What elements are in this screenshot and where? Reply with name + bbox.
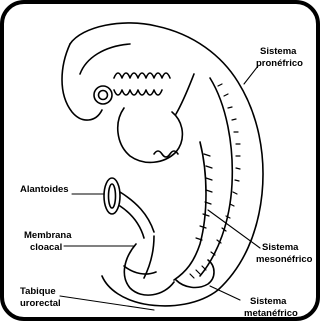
- pharyngeal-arches: [114, 73, 170, 78]
- allantois-inner: [109, 184, 116, 208]
- heart-region: [118, 108, 183, 162]
- label-pronefrico-1: Sistema: [260, 46, 297, 57]
- label-membrana-1: Membrana: [24, 230, 72, 241]
- somites: [211, 84, 240, 255]
- head-inner-contour: [80, 44, 130, 74]
- embryo-diagram: Sistema pronéfrico Alantoides Membrana c…: [4, 4, 320, 321]
- label-mesonefrico-2: mesonéfrico: [256, 254, 313, 265]
- label-alantoides: Alantoides: [20, 184, 69, 195]
- pharyngeal-arches-lower: [114, 90, 162, 95]
- cloacal-membrane: [124, 266, 156, 274]
- cloaca: [124, 244, 174, 295]
- allantois-duct-lower: [120, 206, 144, 238]
- mesonephric-duct: [174, 142, 206, 280]
- label-tabique-2: urorectal: [20, 298, 61, 309]
- optic-vesicle-inner: [99, 91, 108, 100]
- label-metanefrico-2: metanéfrico: [244, 308, 298, 319]
- embryo-outline: [70, 23, 263, 306]
- label-pronefrico-2: pronéfrico: [256, 58, 303, 69]
- gut-tube: [176, 74, 194, 114]
- label-tabique-1: Tabique: [20, 286, 56, 297]
- label-membrana-2: cloacal: [30, 242, 62, 253]
- label-mesonefrico-1: Sistema: [262, 242, 299, 253]
- label-metanefrico-1: Sistema: [250, 296, 287, 307]
- urorectal-septum: [144, 236, 154, 278]
- allantois-duct: [120, 192, 154, 232]
- leader-mesonefrico: [208, 210, 260, 248]
- optic-vesicle-outer: [94, 86, 112, 104]
